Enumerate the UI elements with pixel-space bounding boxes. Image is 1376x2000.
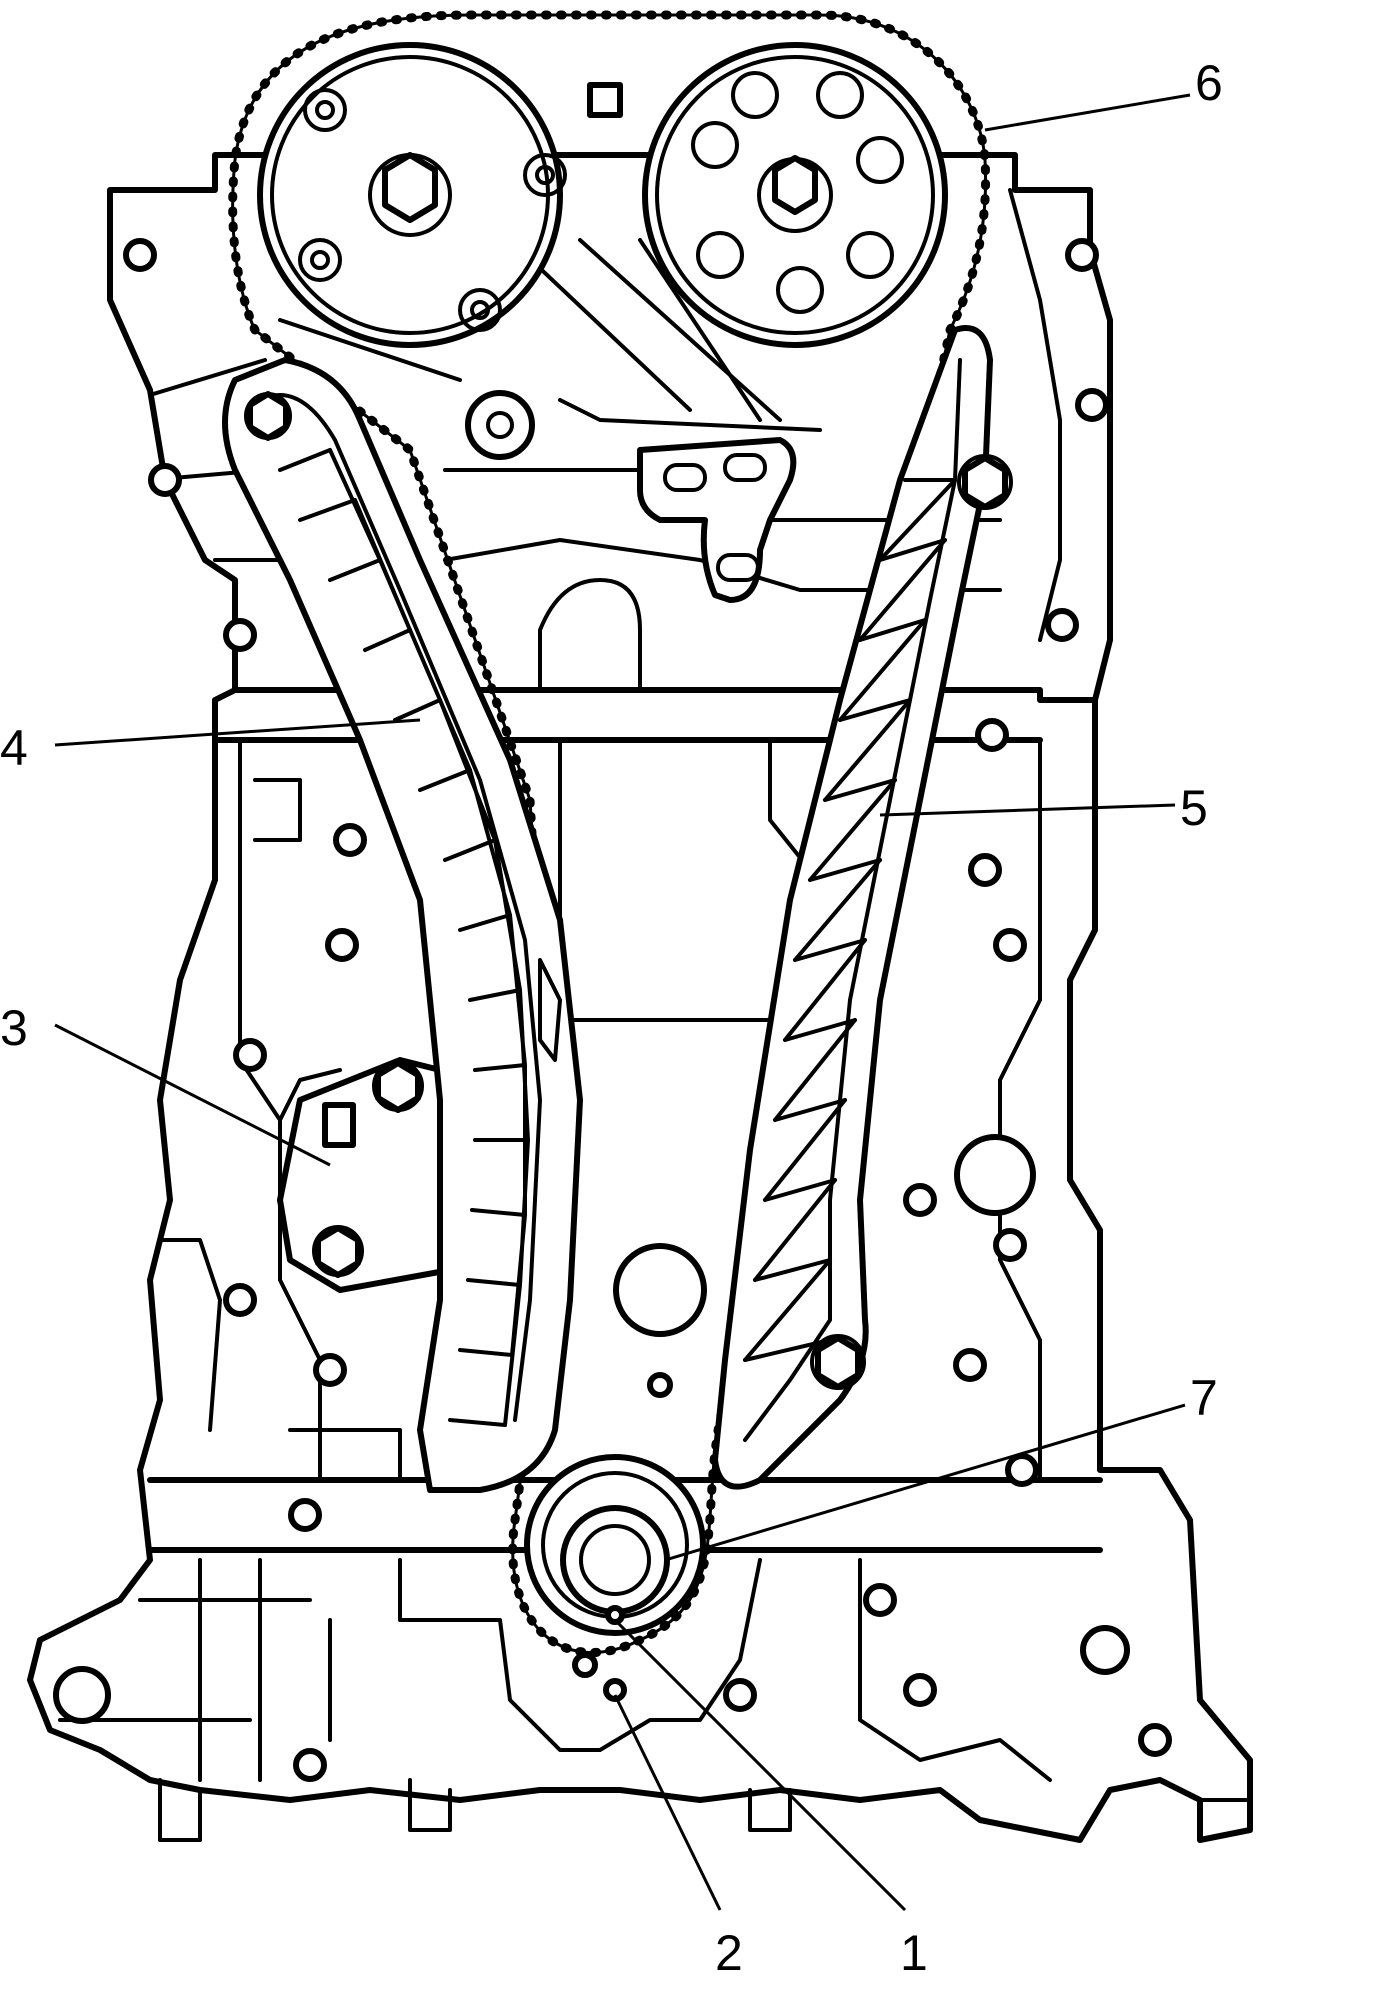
leader-5 (879, 803, 1176, 817)
callout-7: 7 (1190, 1370, 1218, 1426)
intake-camshaft-sprocket (257, 42, 567, 348)
callout-6: 6 (1195, 55, 1223, 111)
exhaust-camshaft-sprocket (587, 42, 948, 348)
crankshaft-sprocket (524, 1454, 706, 1702)
callout-3: 3 (0, 1000, 28, 1056)
callout-1: 1 (900, 1925, 928, 1981)
timing-chain (228, 10, 991, 1657)
tensioner-guide (222, 357, 583, 1493)
leader-1 (613, 1618, 907, 1912)
bracket (465, 390, 1036, 1337)
fixed-guide (712, 325, 1013, 1490)
callout-2: 2 (715, 1925, 743, 1981)
callout-labels: 1 2 3 4 5 6 7 (0, 55, 1223, 1981)
callout-5: 5 (1180, 780, 1208, 836)
leader-2 (613, 1694, 722, 1911)
leader-6 (984, 93, 1191, 132)
cover-bolt-holes (53, 238, 1172, 1782)
leader-3 (54, 1023, 331, 1167)
callout-4: 4 (0, 720, 28, 776)
leader-7 (664, 1403, 1186, 1562)
chain-tensioner (277, 1057, 472, 1293)
callout-leaders (54, 93, 1191, 1912)
leader-4 (54, 718, 421, 747)
